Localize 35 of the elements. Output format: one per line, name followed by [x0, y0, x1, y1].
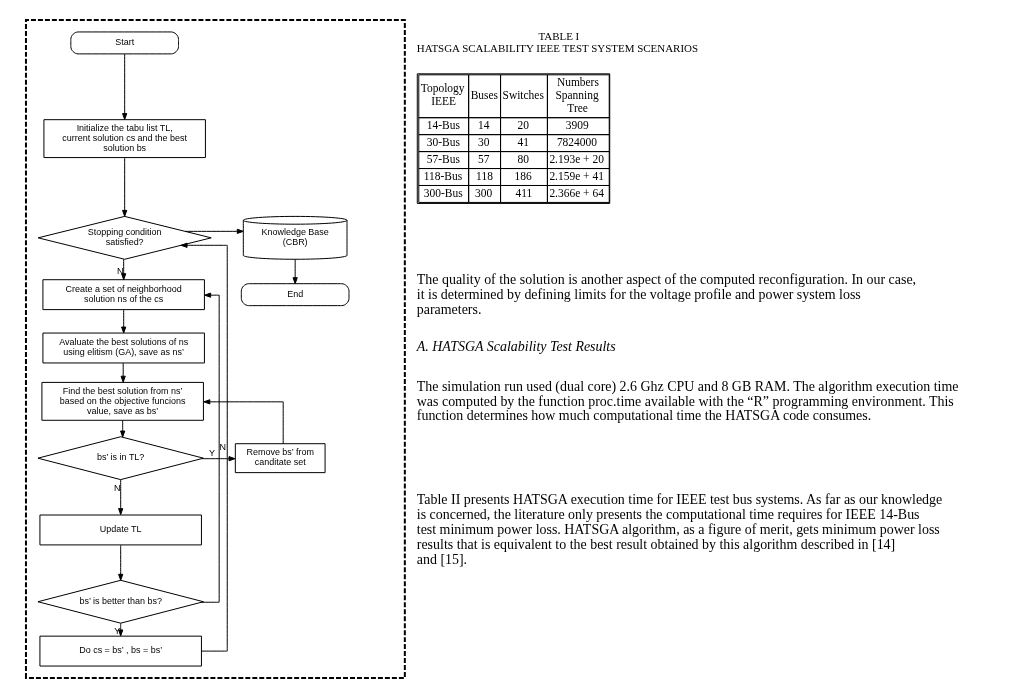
edge-label: N [218, 442, 226, 453]
label: 411 [515, 186, 532, 199]
label: 3909 [565, 118, 589, 131]
label: 186 [514, 169, 532, 182]
label: 57 [477, 152, 490, 165]
label: 2.159e + 41 [548, 169, 604, 182]
label: The simulation run used (dual core) 2.6 Ghz CPU and 8 GB RAM. The algorithm execution time was computed by the function proc.time available with the “R” programming environment. This function determines how much computational time the HATSGA code consumes. [416, 378, 958, 424]
edge-label: N [113, 483, 120, 494]
label: Table II presents HATSGA execution time for IEEE test bus systems. As far as our knowledge is concerned, the literature only presents the computational time requires for IEEE 14-Bus test minimum power loss. HATSGA algorithm, as a figure of merit, gets minimum power loss results that is equivalent to the best result obtained by this algorithm described in [14] and [15]. [416, 492, 942, 568]
label: Switches [502, 88, 544, 101]
label: Numbers Spanning Tree [554, 75, 599, 114]
label: 14-Bus [426, 118, 460, 131]
label: 118-Bus [423, 169, 462, 182]
label: 7824000 [556, 135, 597, 148]
label: Topology IEEE [420, 82, 465, 108]
edge-label: N [116, 265, 123, 276]
label: Buses [470, 88, 498, 101]
label: 300 [474, 186, 492, 199]
label: 300-Bus [423, 186, 463, 199]
label: 20 [517, 118, 529, 131]
label: The quality of the solution is another aspect of the computed reconfiguration. In our case, it is determined by defining limits for the voltage profile and power system loss parameters. [416, 271, 916, 317]
label: TABLE I [537, 29, 579, 42]
edge-label: Y [208, 447, 215, 458]
label: HATSGA SCALABILITY IEEE TEST SYSTEM SCENARIOS [416, 41, 698, 54]
label: 30 [477, 135, 490, 148]
edge-label: Y [113, 625, 120, 636]
label: A. HATSGA Scalability Test Results [416, 339, 616, 355]
label: 41 [517, 135, 529, 148]
label: 14 [477, 118, 490, 131]
label: 57-Bus [426, 152, 460, 165]
label: 2.366e + 64 [548, 186, 604, 199]
label: 118 [475, 169, 493, 182]
label: 30-Bus [426, 135, 460, 148]
label: 2.193e + 20 [548, 152, 604, 165]
label: 80 [517, 152, 529, 165]
